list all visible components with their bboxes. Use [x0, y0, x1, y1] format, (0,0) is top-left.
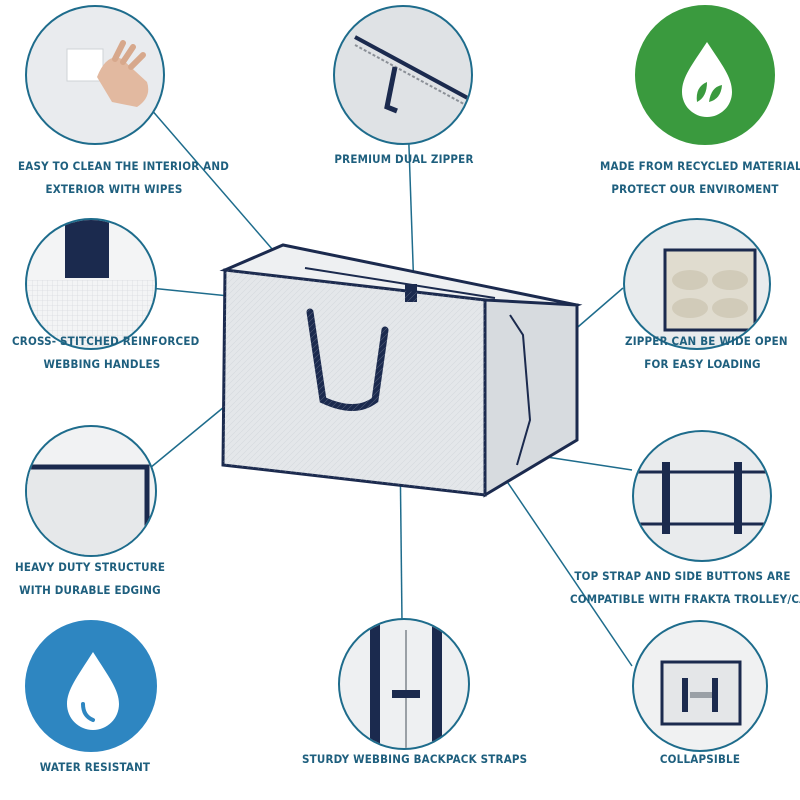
- strap-circle: [632, 430, 772, 562]
- storage-bag-image: [219, 243, 583, 498]
- backpack-label: STURDY WEBBING BACKPACK STRAPS: [302, 752, 528, 766]
- edging-detail-image: [27, 464, 150, 555]
- connector-structure: [149, 401, 231, 469]
- backpack-circle: [338, 618, 470, 750]
- top-strap-image: [634, 462, 770, 534]
- collapsible-circle: [632, 620, 768, 752]
- wide-open-circle: [623, 218, 771, 350]
- hand-wipe-icon: [66, 40, 149, 107]
- zipper-circle: [333, 5, 473, 145]
- leaf-drop-icon: [682, 42, 732, 117]
- water-circle: [25, 620, 157, 752]
- structure-circle: [25, 425, 157, 557]
- wipes-circle: [25, 5, 165, 145]
- backpack-straps-image: [370, 620, 442, 748]
- folded-bag-image: [660, 660, 742, 726]
- connector-collapsible: [505, 479, 633, 667]
- connector-strap: [539, 455, 633, 471]
- connector-wipes: [149, 107, 293, 273]
- water-drop-icon: [67, 652, 119, 730]
- zipper-detail-image: [354, 35, 471, 114]
- zipper-label: PREMIUM DUAL ZIPPER: [334, 152, 474, 166]
- collapsible-label: COLLAPSIBLE: [659, 752, 741, 766]
- water-label: WATER RESISTANT: [39, 760, 151, 774]
- handles-circle: [25, 218, 157, 350]
- recycled-circle: [635, 5, 775, 145]
- open-bag-image: [663, 248, 757, 332]
- connector-zipper: [407, 117, 415, 293]
